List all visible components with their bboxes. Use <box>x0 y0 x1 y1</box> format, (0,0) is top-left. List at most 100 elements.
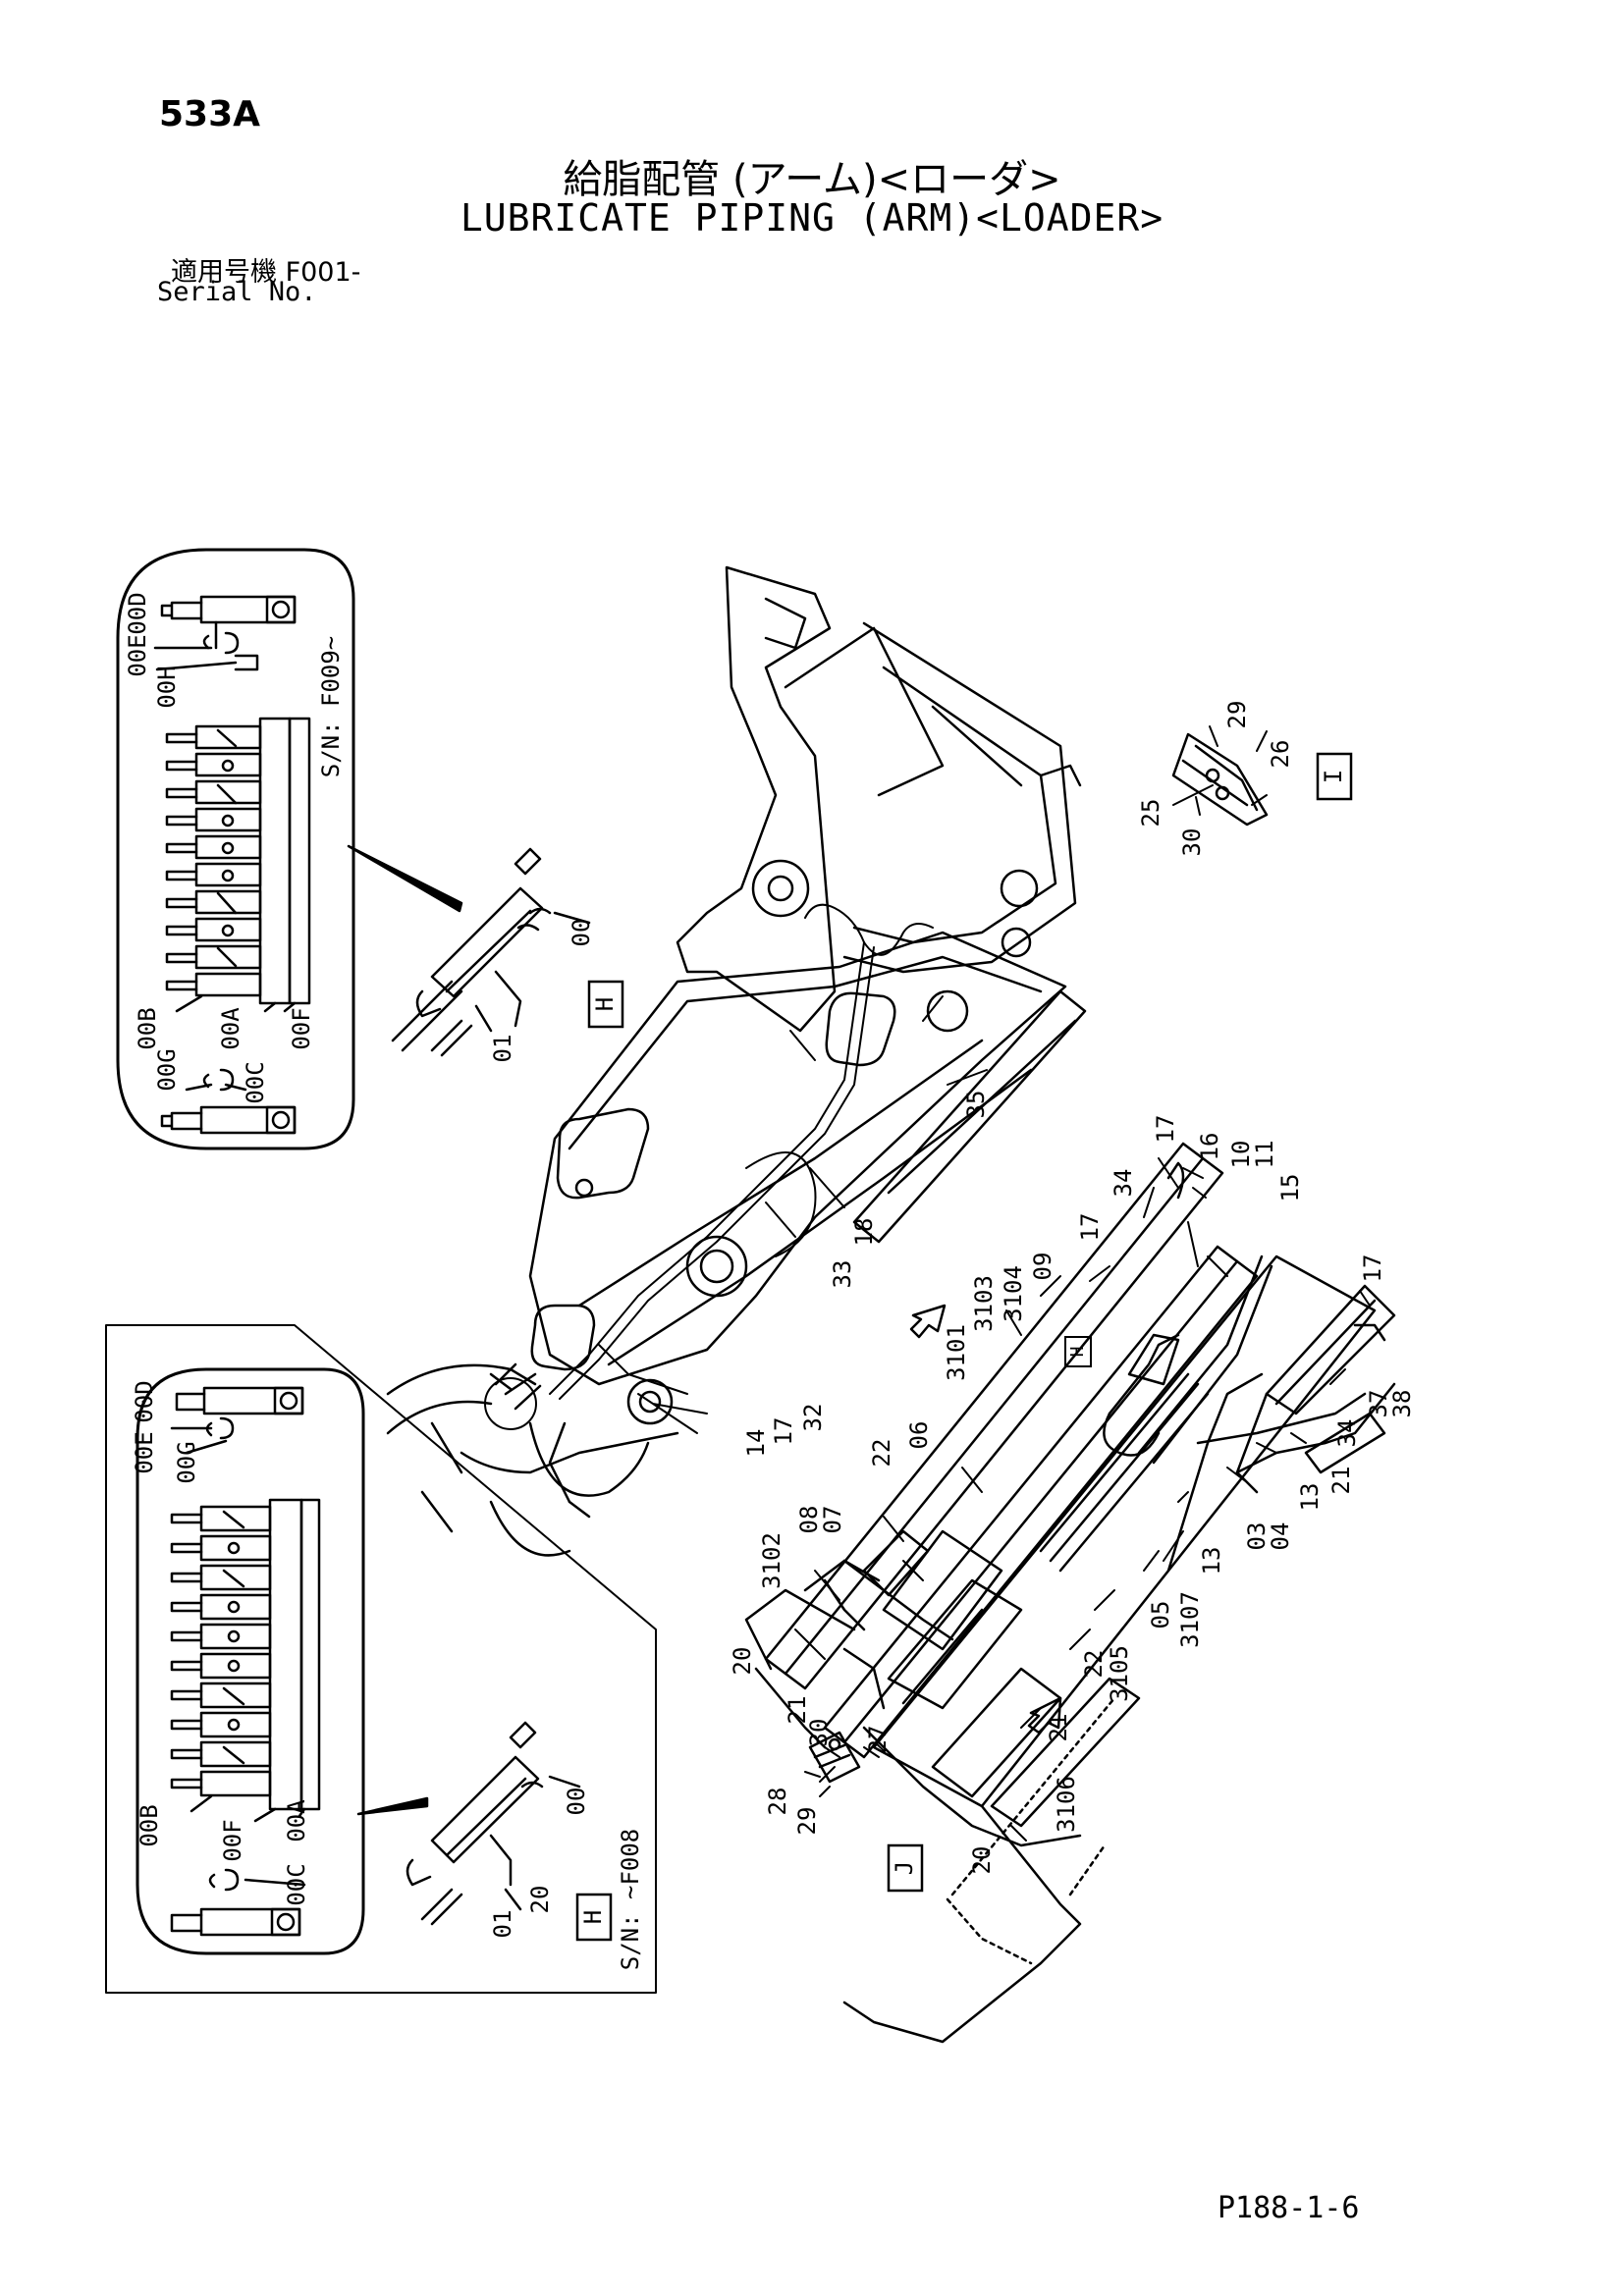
callout-26: 26 <box>1267 740 1294 769</box>
callout-21-a: 21 <box>784 1696 811 1725</box>
callout-17-a: 17 <box>770 1417 797 1446</box>
label-00f-upper: 00F <box>288 1007 315 1049</box>
lower-detail-view <box>105 1324 657 1994</box>
page-reference: P188-1-6 <box>1218 2191 1360 2225</box>
callout-numbers: 29 25 26 30 35 18 33 32 17 14 17 16 10 1… <box>729 701 1416 1875</box>
callout-3101: 3101 <box>943 1324 970 1381</box>
callout-15: 15 <box>1276 1174 1304 1202</box>
callout-3106: 3106 <box>1053 1776 1080 1833</box>
view-box-h-upper <box>587 980 624 1029</box>
callout-27: 27 <box>864 1726 892 1754</box>
callout-17-c: 17 <box>1076 1213 1104 1242</box>
view-letter-i: I <box>1320 770 1347 783</box>
callout-14: 14 <box>742 1429 770 1458</box>
upper-manifold-assembly <box>391 847 591 1057</box>
callout-03: 03 <box>1243 1522 1271 1551</box>
callout-07: 07 <box>819 1506 846 1534</box>
callout-09: 09 <box>1029 1253 1056 1281</box>
callout-28: 28 <box>764 1788 791 1816</box>
label-00g-lower: 00G <box>173 1441 200 1483</box>
callout-29-a: 29 <box>1223 701 1251 729</box>
serial-note-lower: S/N: ~F008 <box>617 1829 644 1971</box>
label-00c-upper: 00C <box>242 1061 269 1103</box>
callout-17-d: 17 <box>1359 1255 1386 1283</box>
view-box-h-lower <box>575 1893 613 1942</box>
view-letter-h-lower: H <box>579 1910 607 1924</box>
label-00f-lower: 00F <box>219 1819 246 1861</box>
callout-30-b: 30 <box>805 1719 833 1747</box>
label-00c-lower: 00C <box>283 1863 310 1905</box>
callout-06: 06 <box>905 1421 933 1450</box>
callout-35: 35 <box>962 1091 990 1119</box>
callout-22-b: 22 <box>1080 1650 1108 1679</box>
callout-33: 33 <box>829 1260 856 1289</box>
serial-note-upper: S/N: F009~ <box>317 636 345 778</box>
label-00b-upper: 00B <box>134 1007 161 1049</box>
label-20-lower: 20 <box>526 1886 554 1914</box>
label-00a-upper: 00A <box>217 1007 244 1050</box>
callout-34-a: 34 <box>1110 1169 1137 1198</box>
loader-boom-assembly <box>744 1142 1396 2044</box>
callout-17-b: 17 <box>1152 1115 1179 1144</box>
callout-3103: 3103 <box>970 1275 998 1332</box>
lower-detail-labels: 00E 00D 00G 00B 00F 00A 00C 00 01 20 S/N… <box>131 1380 644 1970</box>
label-00g-upper: 00G <box>153 1048 181 1091</box>
callout-05: 05 <box>1147 1601 1174 1629</box>
callout-08: 08 <box>795 1506 823 1534</box>
label-00e-lower: 00E <box>131 1431 158 1473</box>
label-00b-lower: 00B <box>135 1804 163 1846</box>
callout-13-b: 13 <box>1198 1547 1225 1575</box>
callout-13-a: 13 <box>1296 1483 1324 1512</box>
callout-25: 25 <box>1137 799 1164 828</box>
callout-04: 04 <box>1267 1522 1294 1551</box>
label-00-lower: 00 <box>563 1788 590 1816</box>
title-japanese: 給脂配管 (アーム)<ローダ> <box>563 157 1061 202</box>
callout-21-b: 21 <box>1327 1467 1355 1495</box>
label-00a-lower: 00A <box>283 1799 310 1842</box>
callout-3104: 3104 <box>1000 1265 1027 1322</box>
serial-label-japanese: 適用号機 F001- <box>171 250 360 289</box>
view-j-part <box>808 1731 861 1784</box>
callout-3102: 3102 <box>758 1532 785 1589</box>
serial-label-jp-text: 適用号機 <box>171 257 277 288</box>
page-code: 533A <box>159 94 261 134</box>
callout-22-a: 22 <box>868 1439 895 1468</box>
callout-18: 18 <box>850 1218 878 1247</box>
callout-32: 32 <box>799 1404 827 1432</box>
callout-3107: 3107 <box>1176 1591 1204 1648</box>
callout-3105: 3105 <box>1106 1645 1133 1702</box>
callout-29-b: 29 <box>793 1807 821 1836</box>
view-box-j <box>887 1843 924 1893</box>
view-letter-h-upper: H <box>591 997 619 1011</box>
label-01-lower: 01 <box>489 1910 516 1939</box>
serial-value: F001- <box>285 257 361 288</box>
view-box-h-main <box>1064 1336 1092 1367</box>
label-00-upper: 00 <box>568 919 595 947</box>
view-letter-h-main: H <box>1067 1347 1088 1358</box>
arm-assembly <box>386 565 1087 1557</box>
view-i-part <box>1171 732 1269 827</box>
view-letter-j: J <box>891 1861 918 1875</box>
callout-10: 10 <box>1227 1141 1255 1169</box>
callout-20-b: 20 <box>968 1846 996 1875</box>
callout-38: 38 <box>1388 1390 1416 1418</box>
callout-30-a: 30 <box>1178 828 1206 857</box>
view-letter-boxes: H H I J H <box>575 752 1353 1942</box>
serial-label-english: Serial No. <box>157 277 317 307</box>
label-01-upper: 01 <box>489 1035 516 1063</box>
callout-34-b: 34 <box>1333 1419 1361 1448</box>
label-00h-upper: 00H <box>153 666 181 708</box>
view-box-i <box>1316 752 1353 801</box>
upper-detail-view <box>116 548 463 1150</box>
callout-16: 16 <box>1196 1133 1223 1161</box>
label-00d-upper: 00D <box>124 592 151 634</box>
label-00e-upper: 00E <box>124 634 151 676</box>
upper-detail-labels: 00D 00E 00H 00B 00G 00C 00A 00F 00 01 S/… <box>124 592 595 1103</box>
callout-21-c: 21 <box>1045 1714 1072 1742</box>
callout-20-a: 20 <box>729 1647 756 1676</box>
callout-37: 37 <box>1365 1390 1392 1418</box>
title-english: LUBRICATE PIPING (ARM)<LOADER> <box>460 196 1164 240</box>
callout-11: 11 <box>1251 1141 1278 1169</box>
label-00d-lower: 00D <box>131 1380 158 1422</box>
